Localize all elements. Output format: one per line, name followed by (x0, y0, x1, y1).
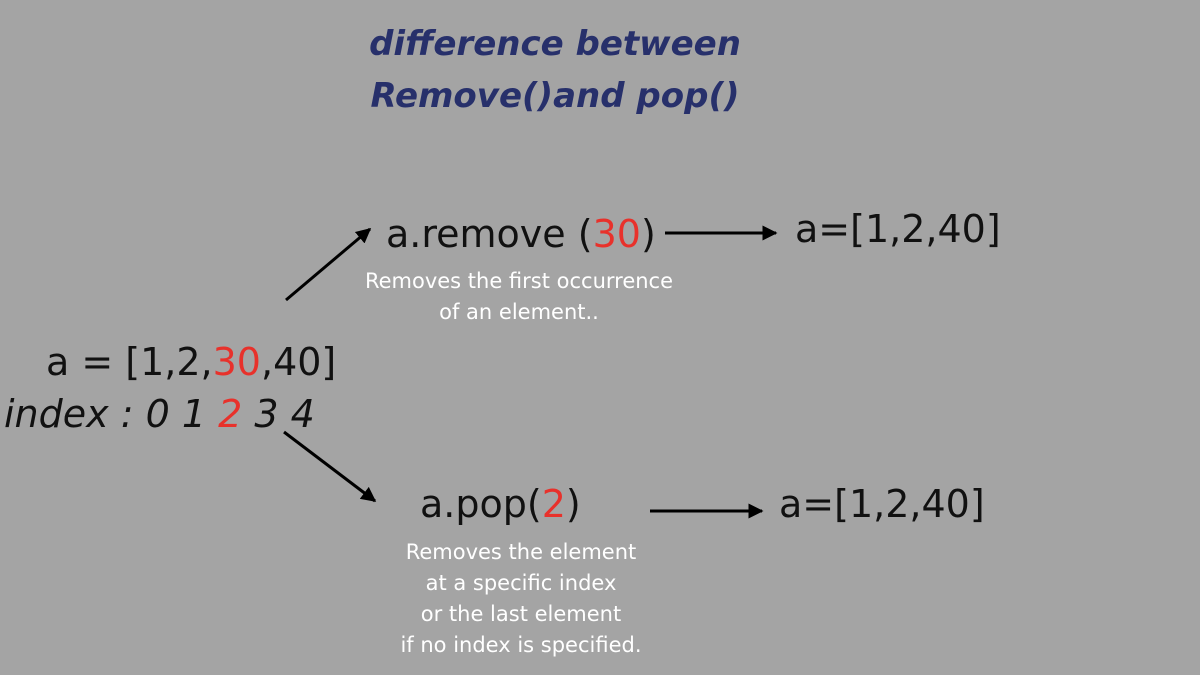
title-line-1: difference between (369, 24, 741, 64)
remove-call-suffix: ) (640, 212, 656, 256)
arrow-to-remove (285, 227, 372, 302)
title-line-2: Remove()and pop() (370, 76, 740, 116)
pop-note-line: Removes the element (405, 540, 637, 564)
pop-note-line: at a specific index (425, 571, 617, 595)
pop-call-prefix: a.pop( (420, 482, 542, 526)
source-list-prefix: a = [1,2, (46, 340, 213, 384)
remove-result: a=[1,2,40] (795, 207, 1001, 251)
pop-note-line: if no index is specified. (400, 633, 642, 657)
index-line: index : 0 1 2 3 4 (4, 392, 315, 436)
source-list-suffix: ,40] (260, 340, 337, 384)
index-suffix: 3 4 (242, 392, 315, 436)
remove-call: a.remove (30) (386, 212, 656, 256)
source-list: a = [1,2,30,40] (46, 340, 336, 384)
remove-note: Removes the first occurrence of an eleme… (359, 266, 679, 328)
source-list-highlight: 30 (212, 340, 261, 384)
pop-call-suffix: ) (565, 482, 581, 526)
arrow-to-pop (283, 430, 377, 503)
remove-call-prefix: a.remove ( (386, 212, 593, 256)
pop-call-arg: 2 (541, 482, 566, 526)
index-prefix: index : 0 1 (4, 392, 219, 436)
remove-note-line: of an element.. (439, 300, 599, 324)
pop-note: Removes the element at a specific index … (370, 537, 672, 661)
pop-note-line: or the last element (420, 602, 622, 626)
remove-note-line: Removes the first occurrence (364, 269, 674, 293)
remove-call-arg: 30 (592, 212, 641, 256)
pop-call: a.pop(2) (420, 482, 581, 526)
index-highlight: 2 (218, 392, 243, 436)
pop-result: a=[1,2,40] (779, 482, 985, 526)
